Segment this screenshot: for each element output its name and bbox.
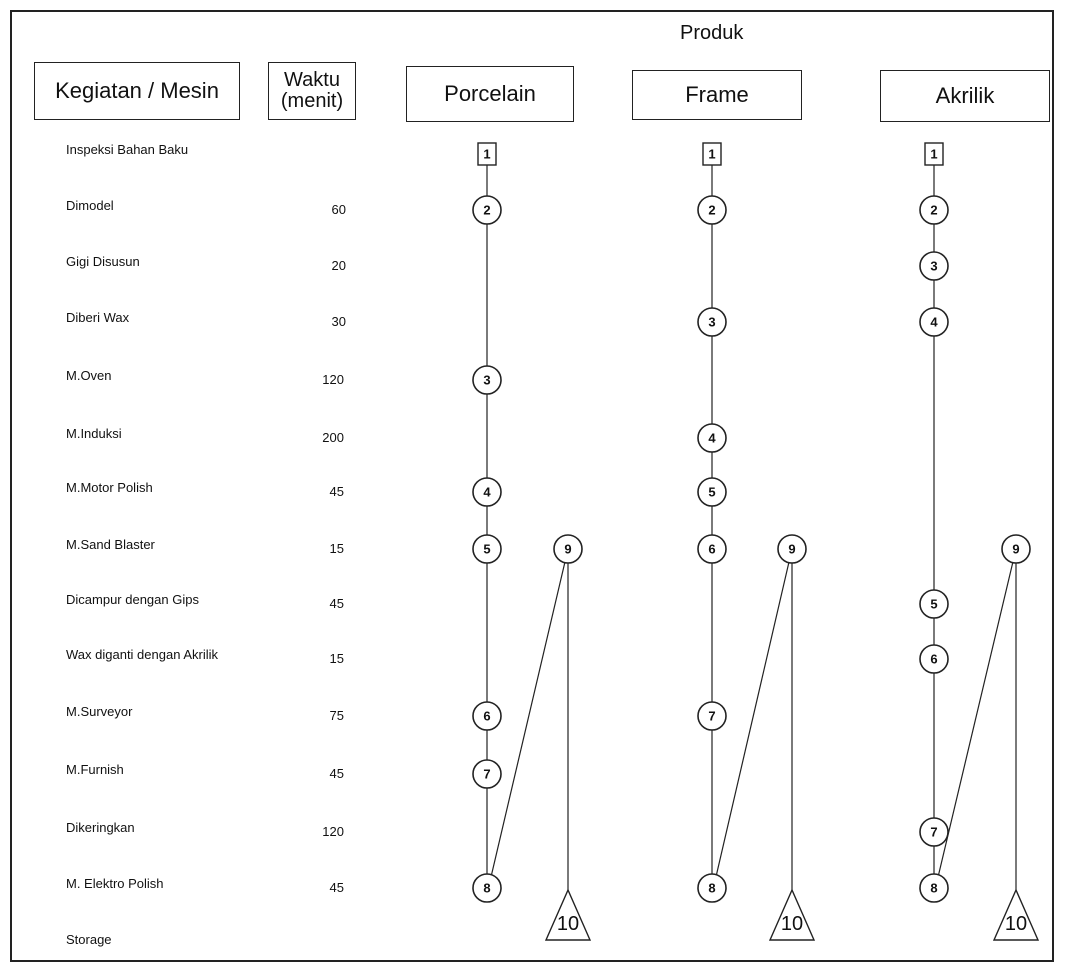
step-number: 8	[930, 881, 937, 896]
header-frame: Frame	[632, 70, 802, 120]
storage-number: 10	[781, 913, 803, 935]
activity-time: 45	[329, 484, 344, 499]
storage-triangle	[992, 888, 1040, 941]
inspection-box	[702, 142, 722, 166]
activity-time: 45	[329, 880, 344, 895]
header-kegiatan: Kegiatan / Mesin	[34, 62, 240, 120]
header-porcelain: Porcelain	[406, 66, 574, 122]
step-number: 1	[708, 147, 715, 162]
step-number: 2	[930, 203, 937, 218]
operation-circle	[472, 701, 502, 731]
step-number: 5	[930, 597, 937, 612]
step-number: 3	[708, 315, 715, 330]
produk-title: Produk	[680, 22, 744, 44]
activity-label: M.Induksi	[66, 426, 122, 441]
operation-circle	[472, 759, 502, 789]
step-number: 3	[483, 373, 490, 388]
branch-line	[711, 548, 793, 895]
storage-triangle	[544, 888, 592, 941]
operation-circle	[472, 873, 502, 903]
operation-circle	[919, 589, 949, 619]
operation-circle	[697, 873, 727, 903]
step-number: 6	[930, 652, 937, 667]
step-number: 2	[483, 203, 490, 218]
step-number: 4	[483, 485, 491, 500]
activity-label: M.Motor Polish	[66, 480, 153, 495]
activity-label: Inspeksi Bahan Baku	[66, 142, 189, 157]
activity-label: Dikeringkan	[66, 820, 135, 835]
activity-label: Gigi Disusun	[66, 254, 140, 269]
activity-time: 120	[322, 824, 344, 839]
operation-circle	[697, 195, 727, 225]
storage-triangle	[768, 888, 816, 941]
activity-label: Storage	[66, 932, 112, 947]
activity-label: Diberi Wax	[66, 310, 130, 325]
operation-circle	[472, 195, 502, 225]
step-number: 2	[708, 203, 715, 218]
activity-label: M.Sand Blaster	[66, 537, 155, 552]
operation-circle	[697, 423, 727, 453]
operation-circle	[697, 701, 727, 731]
activity-time: 200	[322, 430, 344, 445]
operation-circle	[472, 365, 502, 395]
activity-time: 60	[331, 202, 346, 217]
step-number: 1	[483, 147, 490, 162]
activity-label: M.Oven	[66, 368, 112, 383]
operation-circle	[919, 195, 949, 225]
operation-circle	[919, 307, 949, 337]
operation-circle	[919, 817, 949, 847]
activity-label: Dicampur dengan Gips	[66, 592, 199, 607]
step-number: 3	[930, 259, 937, 274]
activity-label: M.Furnish	[66, 762, 124, 777]
inspection-box	[477, 142, 497, 166]
step-number: 7	[930, 825, 937, 840]
inspection-box	[924, 142, 944, 166]
operation-circle	[553, 534, 583, 564]
storage-number: 10	[1005, 913, 1027, 935]
activity-time: 15	[329, 651, 344, 666]
step-number: 9	[1012, 542, 1019, 557]
operation-circle	[472, 534, 502, 564]
step-number: 9	[564, 542, 571, 557]
activity-time: 45	[329, 766, 344, 781]
step-number: 4	[930, 315, 938, 330]
storage-number: 10	[557, 913, 579, 935]
activity-label: Dimodel	[66, 198, 114, 213]
branch-line	[486, 548, 569, 895]
operation-circle	[777, 534, 807, 564]
operation-circle	[919, 644, 949, 674]
operation-circle	[472, 477, 502, 507]
activity-time: 45	[329, 596, 344, 611]
step-number: 9	[788, 542, 795, 557]
operation-circle	[919, 251, 949, 281]
chart-frame	[10, 10, 1054, 962]
activity-time: 15	[329, 541, 344, 556]
step-number: 7	[483, 767, 490, 782]
activity-time: 20	[331, 258, 346, 273]
step-number: 7	[708, 709, 715, 724]
header-waktu: Waktu (menit)	[268, 62, 356, 120]
step-number: 8	[483, 881, 490, 896]
activity-time: 75	[329, 708, 344, 723]
operation-circle	[697, 307, 727, 337]
activity-label: M.Surveyor	[66, 704, 133, 719]
operation-circle	[697, 477, 727, 507]
activity-label: M. Elektro Polish	[66, 876, 164, 891]
operation-circle	[919, 873, 949, 903]
step-number: 5	[483, 542, 490, 557]
step-number: 5	[708, 485, 715, 500]
activity-time: 30	[331, 314, 346, 329]
activity-label: Wax diganti dengan Akrilik	[66, 647, 218, 662]
step-number: 4	[708, 431, 716, 446]
activity-time: 120	[322, 372, 344, 387]
header-akrilik: Akrilik	[880, 70, 1050, 122]
step-number: 8	[708, 881, 715, 896]
operation-circle	[1001, 534, 1031, 564]
step-number: 6	[708, 542, 715, 557]
operation-circle	[697, 534, 727, 564]
step-number: 6	[483, 709, 490, 724]
step-number: 1	[930, 147, 937, 162]
